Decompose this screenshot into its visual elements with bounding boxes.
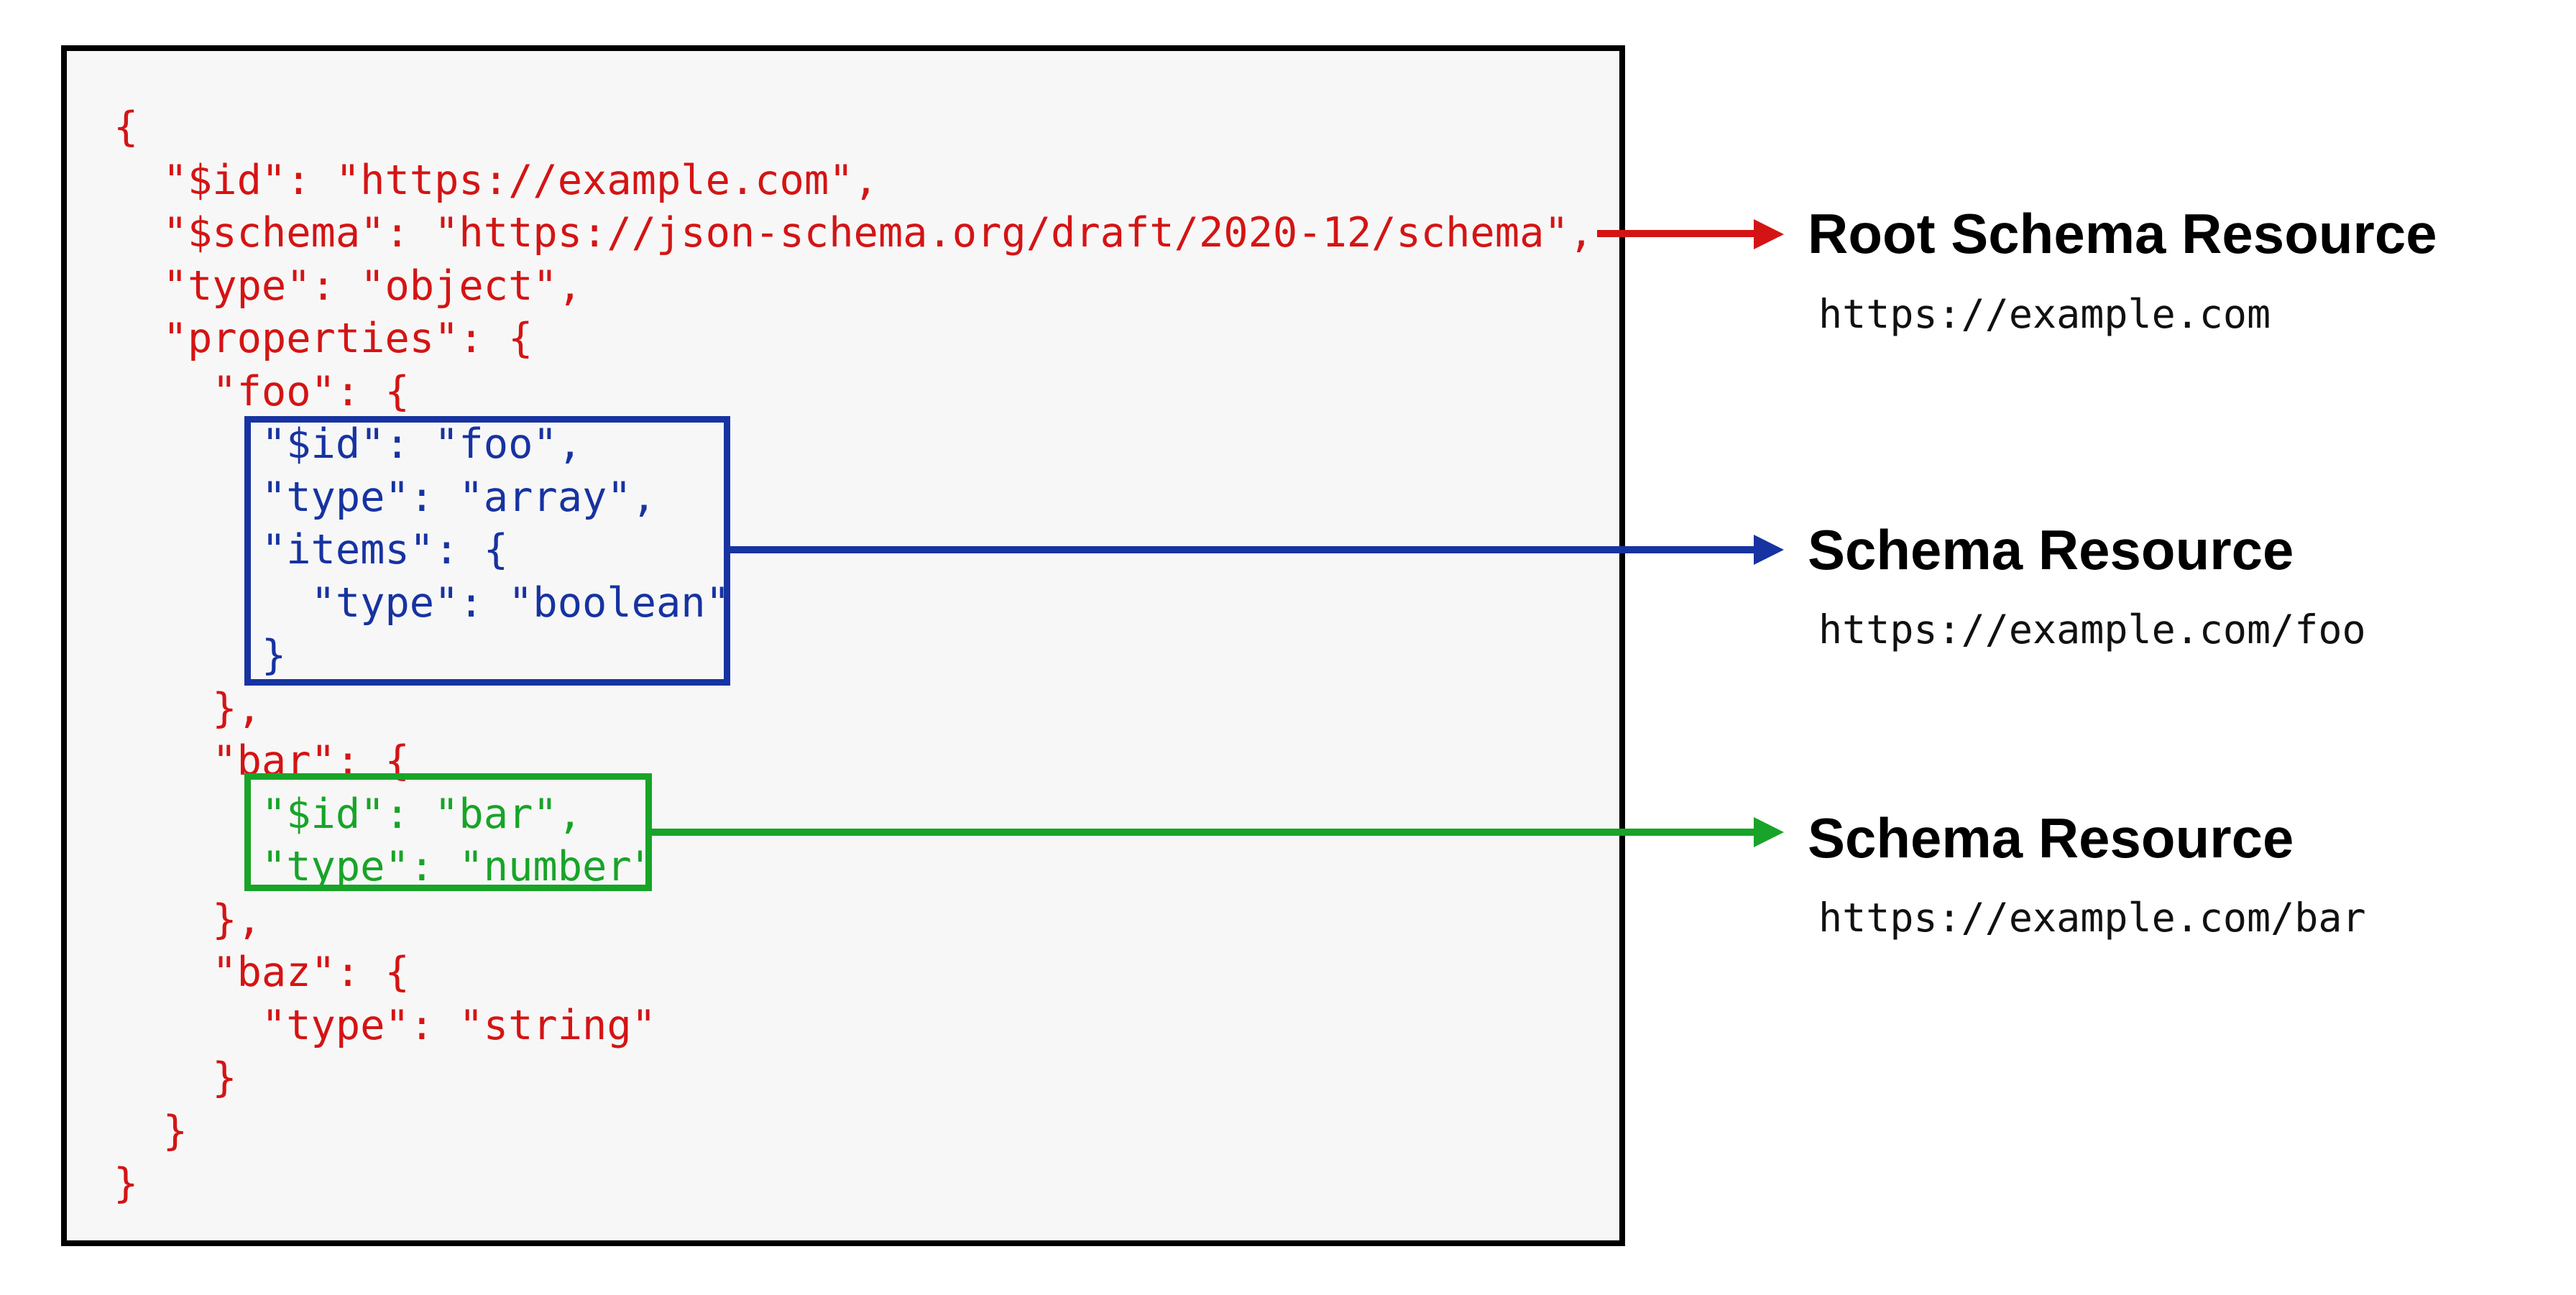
foo-schema-resource-url: https://example.com/foo [1818, 607, 2366, 653]
code-line: } [114, 1160, 139, 1207]
arrow-head-icon [1754, 817, 1784, 847]
arrow-head-icon [1754, 219, 1784, 249]
code-line: "properties": { [114, 315, 533, 362]
arrow-line [727, 546, 1754, 553]
code-line: "$id": "bar", [114, 790, 583, 838]
code-line: "$schema": "https://json-schema.org/draf… [114, 209, 1594, 257]
code-line: }, [114, 895, 262, 944]
code-line: "foo": { [114, 367, 410, 415]
json-code: { "$id": "https://example.com", "$schema… [114, 101, 1593, 1211]
foo-schema-highlight-box [244, 416, 730, 686]
root-schema-resource-url: https://example.com [1818, 291, 2271, 337]
code-line: } [114, 632, 287, 679]
code-line: } [114, 1107, 188, 1155]
code-line: "type": "object", [114, 262, 583, 310]
foo-schema-resource-title: Schema Resource [1808, 518, 2294, 581]
code-line: "type": "number" [114, 843, 656, 890]
code-line: }, [114, 684, 262, 732]
code-line: "$id": "foo", [114, 420, 583, 468]
bar-schema-resource-url: https://example.com/bar [1818, 895, 2366, 941]
code-line: "type": "array", [114, 473, 656, 521]
bar-schema-resource-title: Schema Resource [1808, 806, 2294, 870]
bar-schema-highlight-box [244, 773, 652, 891]
code-line: "items": { [114, 526, 509, 573]
code-line: "type": "boolean" [114, 579, 730, 627]
arrow-head-icon [1754, 535, 1784, 565]
arrow-line [1597, 230, 1757, 237]
code-panel [61, 45, 1625, 1246]
code-line: "baz": { [114, 949, 410, 996]
code-line: } [114, 1054, 237, 1102]
root-schema-resource-title: Root Schema Resource [1808, 202, 2437, 265]
code-line: "type": "string" [114, 1001, 656, 1049]
code-line: { [114, 103, 139, 151]
arrow-line [652, 829, 1754, 836]
code-line: "$id": "https://example.com", [114, 156, 878, 204]
